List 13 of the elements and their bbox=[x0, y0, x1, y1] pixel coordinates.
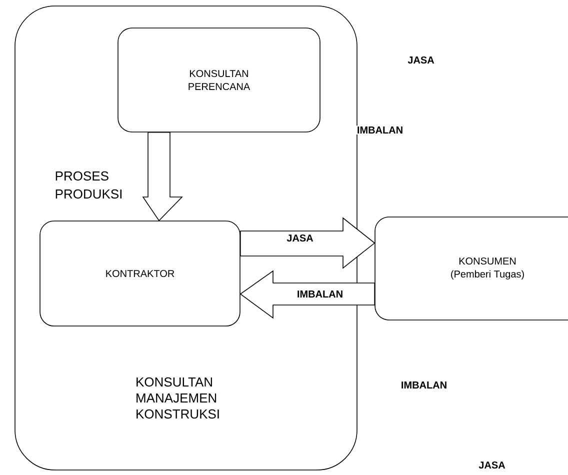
side-label: JASA bbox=[478, 460, 506, 470]
edge-label: IMBALAN bbox=[298, 290, 342, 298]
side-label: IMBALAN bbox=[356, 126, 404, 134]
process-box: KONTRAKTOR bbox=[40, 220, 240, 326]
block-arrow bbox=[240, 217, 376, 269]
side-label: IMBALAN bbox=[400, 380, 448, 390]
side-label: JASA bbox=[406, 55, 436, 65]
edge-label: PROSES PRODUKSI bbox=[56, 171, 122, 199]
block-arrow bbox=[142, 132, 183, 222]
edge-label: JASA bbox=[286, 234, 314, 242]
block-arrow bbox=[240, 270, 375, 319]
process-box: KONSULTAN PERENCANA bbox=[118, 28, 320, 132]
process-box: KONSUMEN (Pemberi Tugas) bbox=[374, 216, 568, 320]
